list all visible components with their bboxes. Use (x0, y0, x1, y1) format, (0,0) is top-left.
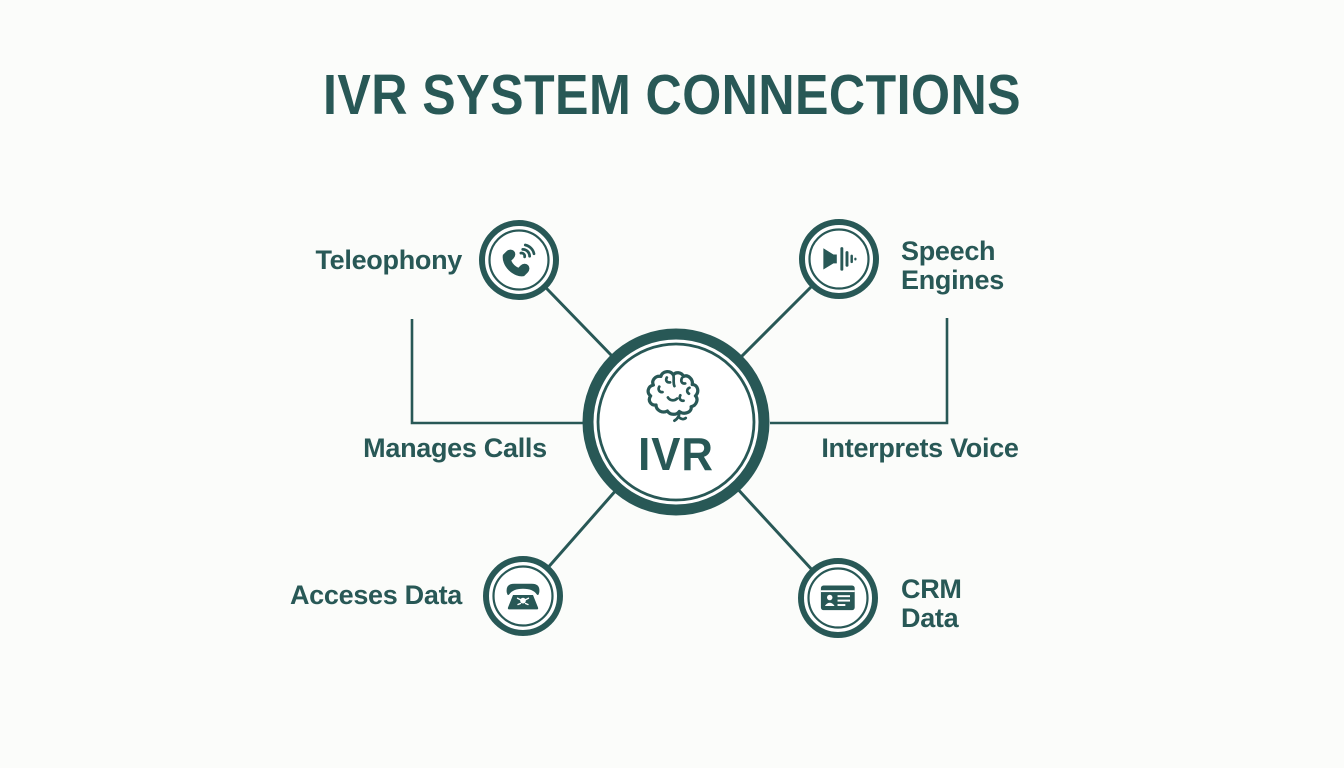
center-node-label: IVR (638, 428, 714, 480)
crm-node (798, 558, 878, 638)
page-title: IVR SYSTEM CONNECTIONS (322, 63, 1022, 127)
connector-interprets-voice (770, 318, 949, 425)
speaker-waves-icon (823, 247, 857, 271)
speech-node-inner-ring (808, 228, 870, 290)
center-node-inner-ring (596, 342, 756, 502)
speech-node (799, 219, 879, 299)
phone-handset-icon (502, 243, 536, 277)
accesses-data-label: Acceses Data (289, 580, 462, 610)
telephony-label: Teleophony (315, 245, 462, 275)
accesses-node (483, 556, 563, 636)
telephony-node (479, 220, 559, 300)
connector-manages-calls (410, 319, 584, 425)
interprets-voice-annotation: Interprets Voice (821, 433, 1019, 463)
telephony-node-inner-ring (488, 229, 550, 291)
crm-data-label: CRM Data (901, 574, 962, 634)
brain-icon (646, 370, 700, 423)
desk-phone-icon (506, 583, 540, 610)
speech-engines-label: Speech Engines (901, 236, 1004, 296)
contact-card-icon (820, 585, 855, 611)
center-node (582, 328, 770, 516)
manages-calls-annotation: Manages Calls (363, 433, 547, 463)
